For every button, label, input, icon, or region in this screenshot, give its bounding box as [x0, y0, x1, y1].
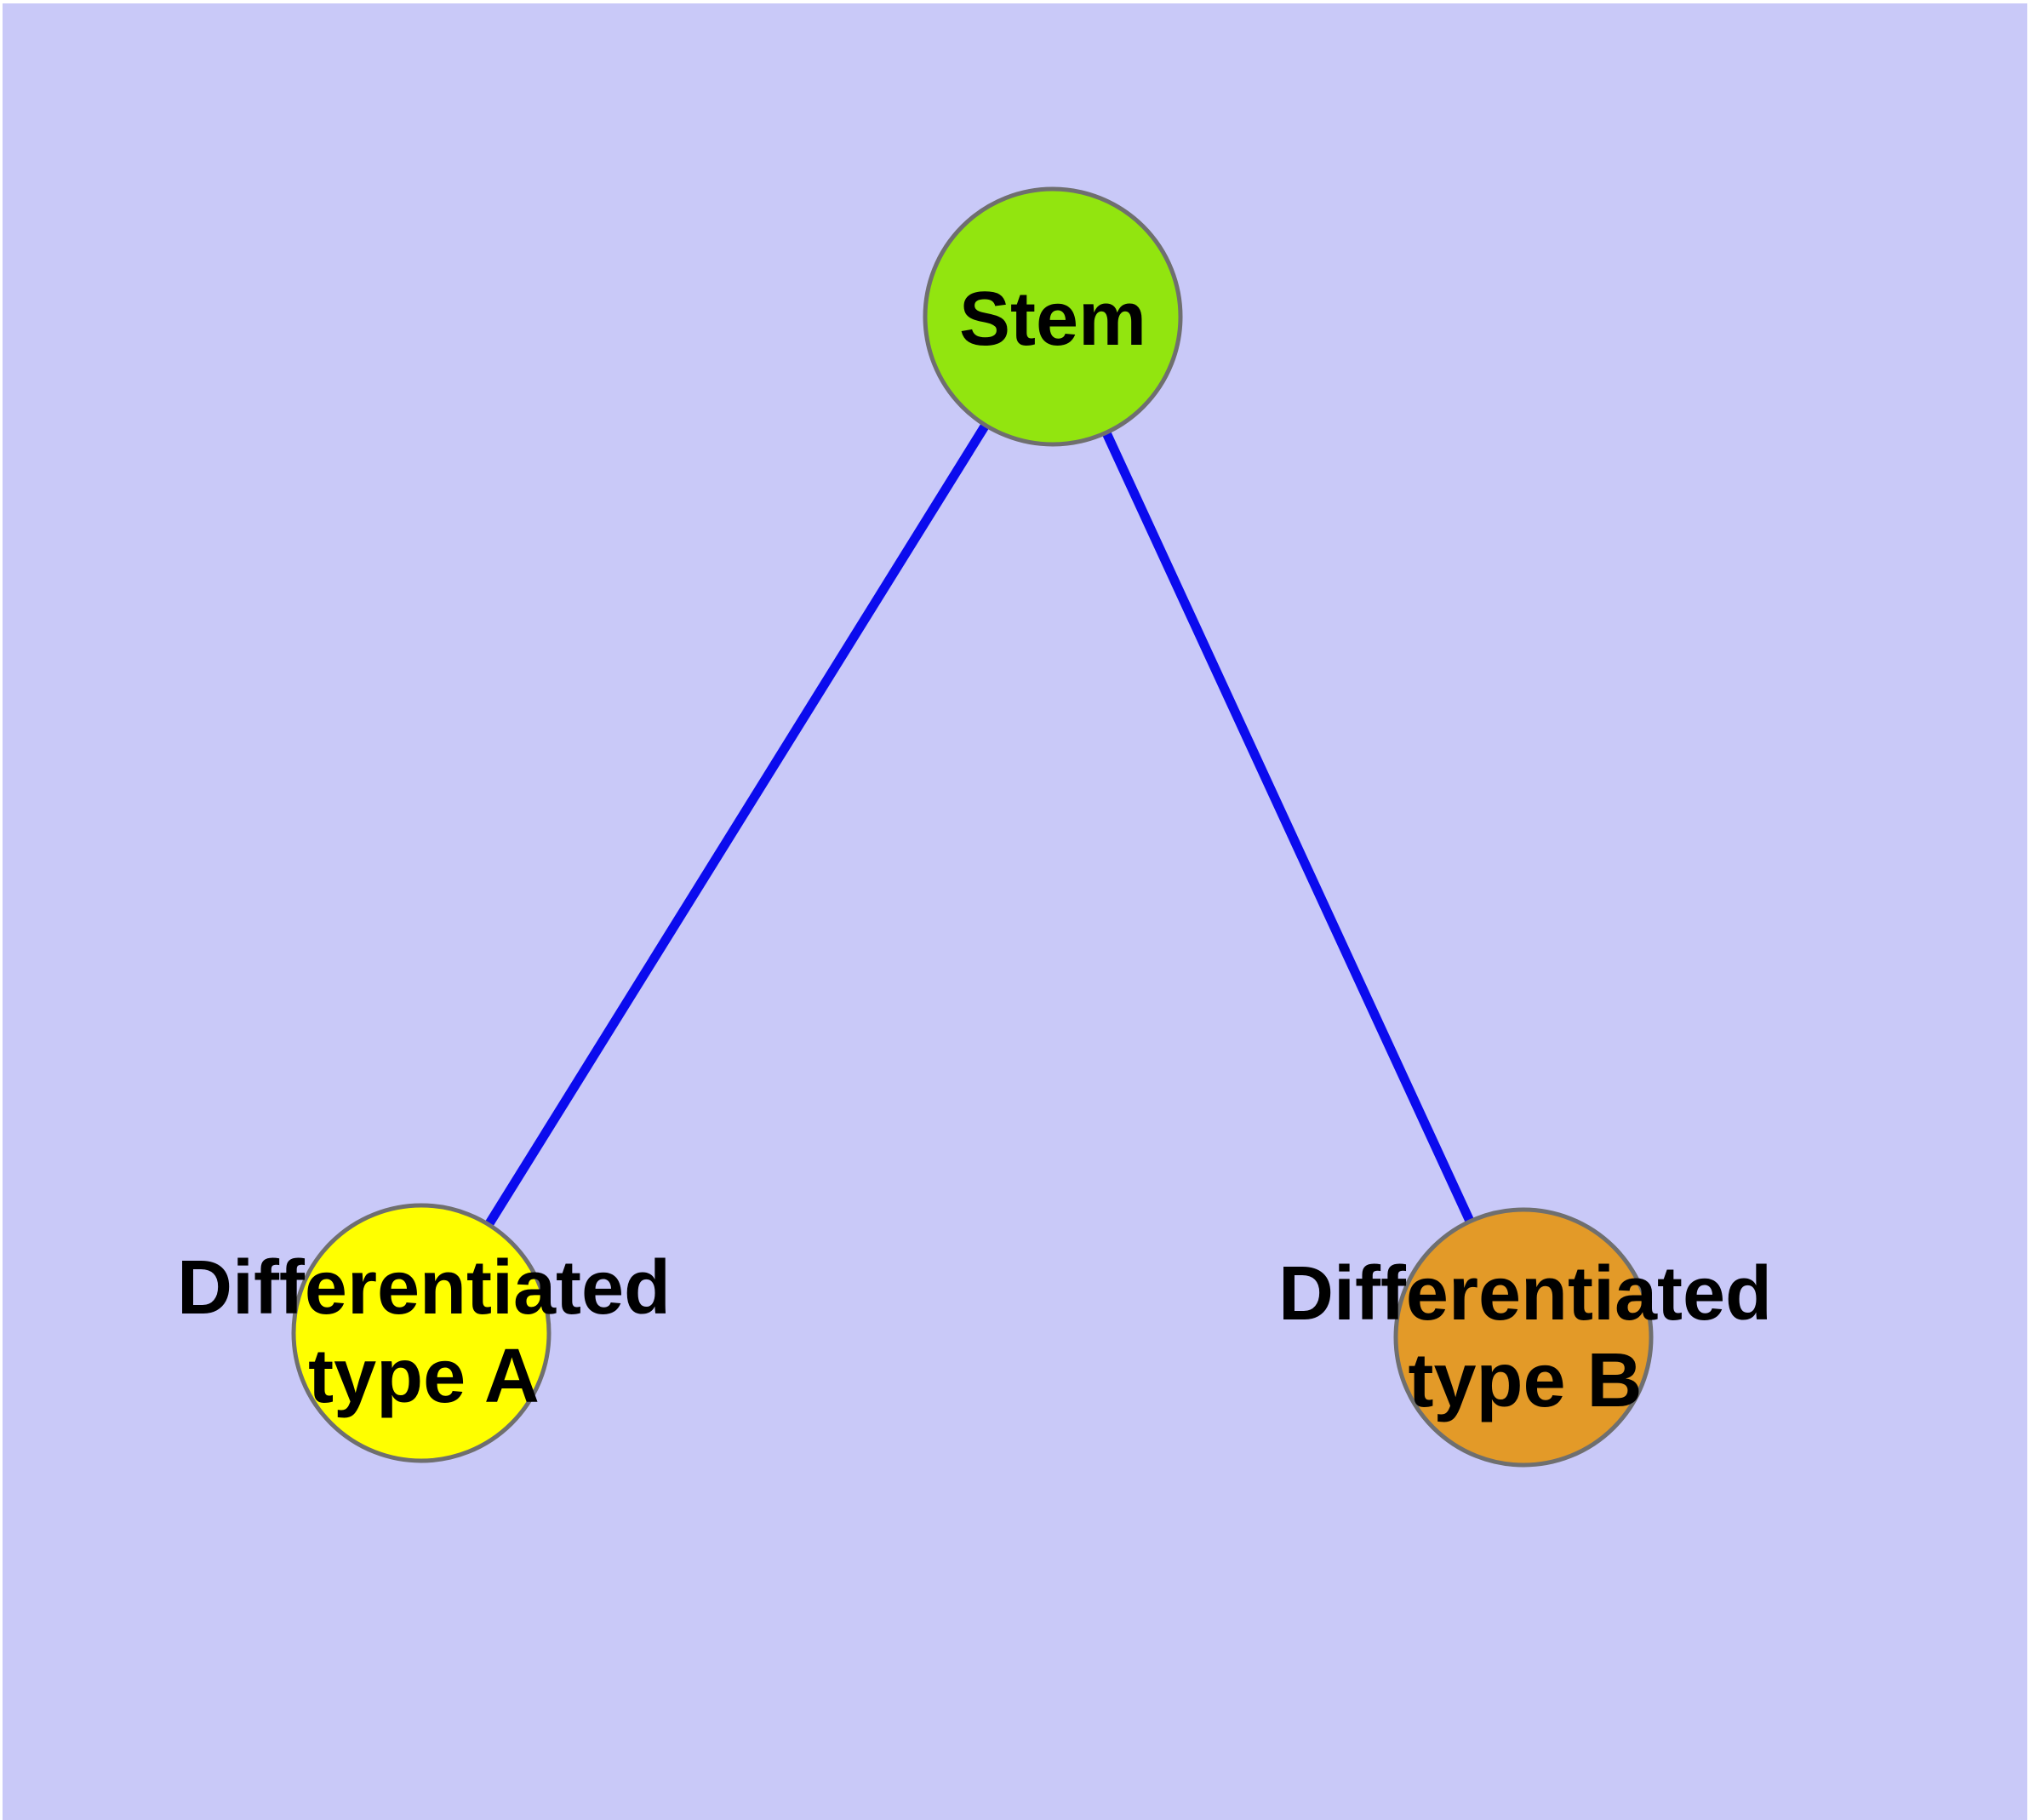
node-type-b-label-line-1: Differentiated: [1278, 1251, 1772, 1336]
node-group: [291, 186, 1654, 1468]
node-type-a-label-line-1: Differentiated: [177, 1245, 671, 1331]
node-type-b-label-line-2: type B: [1408, 1338, 1642, 1423]
node-differentiated-type-a: [291, 1203, 552, 1463]
edge-stem-to-type-b: [1049, 314, 1528, 1340]
label-group: Stem Differentiated type A Differentiate…: [177, 277, 1772, 1423]
node-stem-label: Stem: [959, 277, 1146, 362]
edge-group: [417, 314, 1528, 1340]
node-stem: [923, 186, 1183, 447]
node-differentiated-type-b: [1393, 1207, 1654, 1468]
node-type-a-label-line-2: type A: [308, 1334, 540, 1419]
edge-stem-to-type-a: [417, 314, 1057, 1336]
